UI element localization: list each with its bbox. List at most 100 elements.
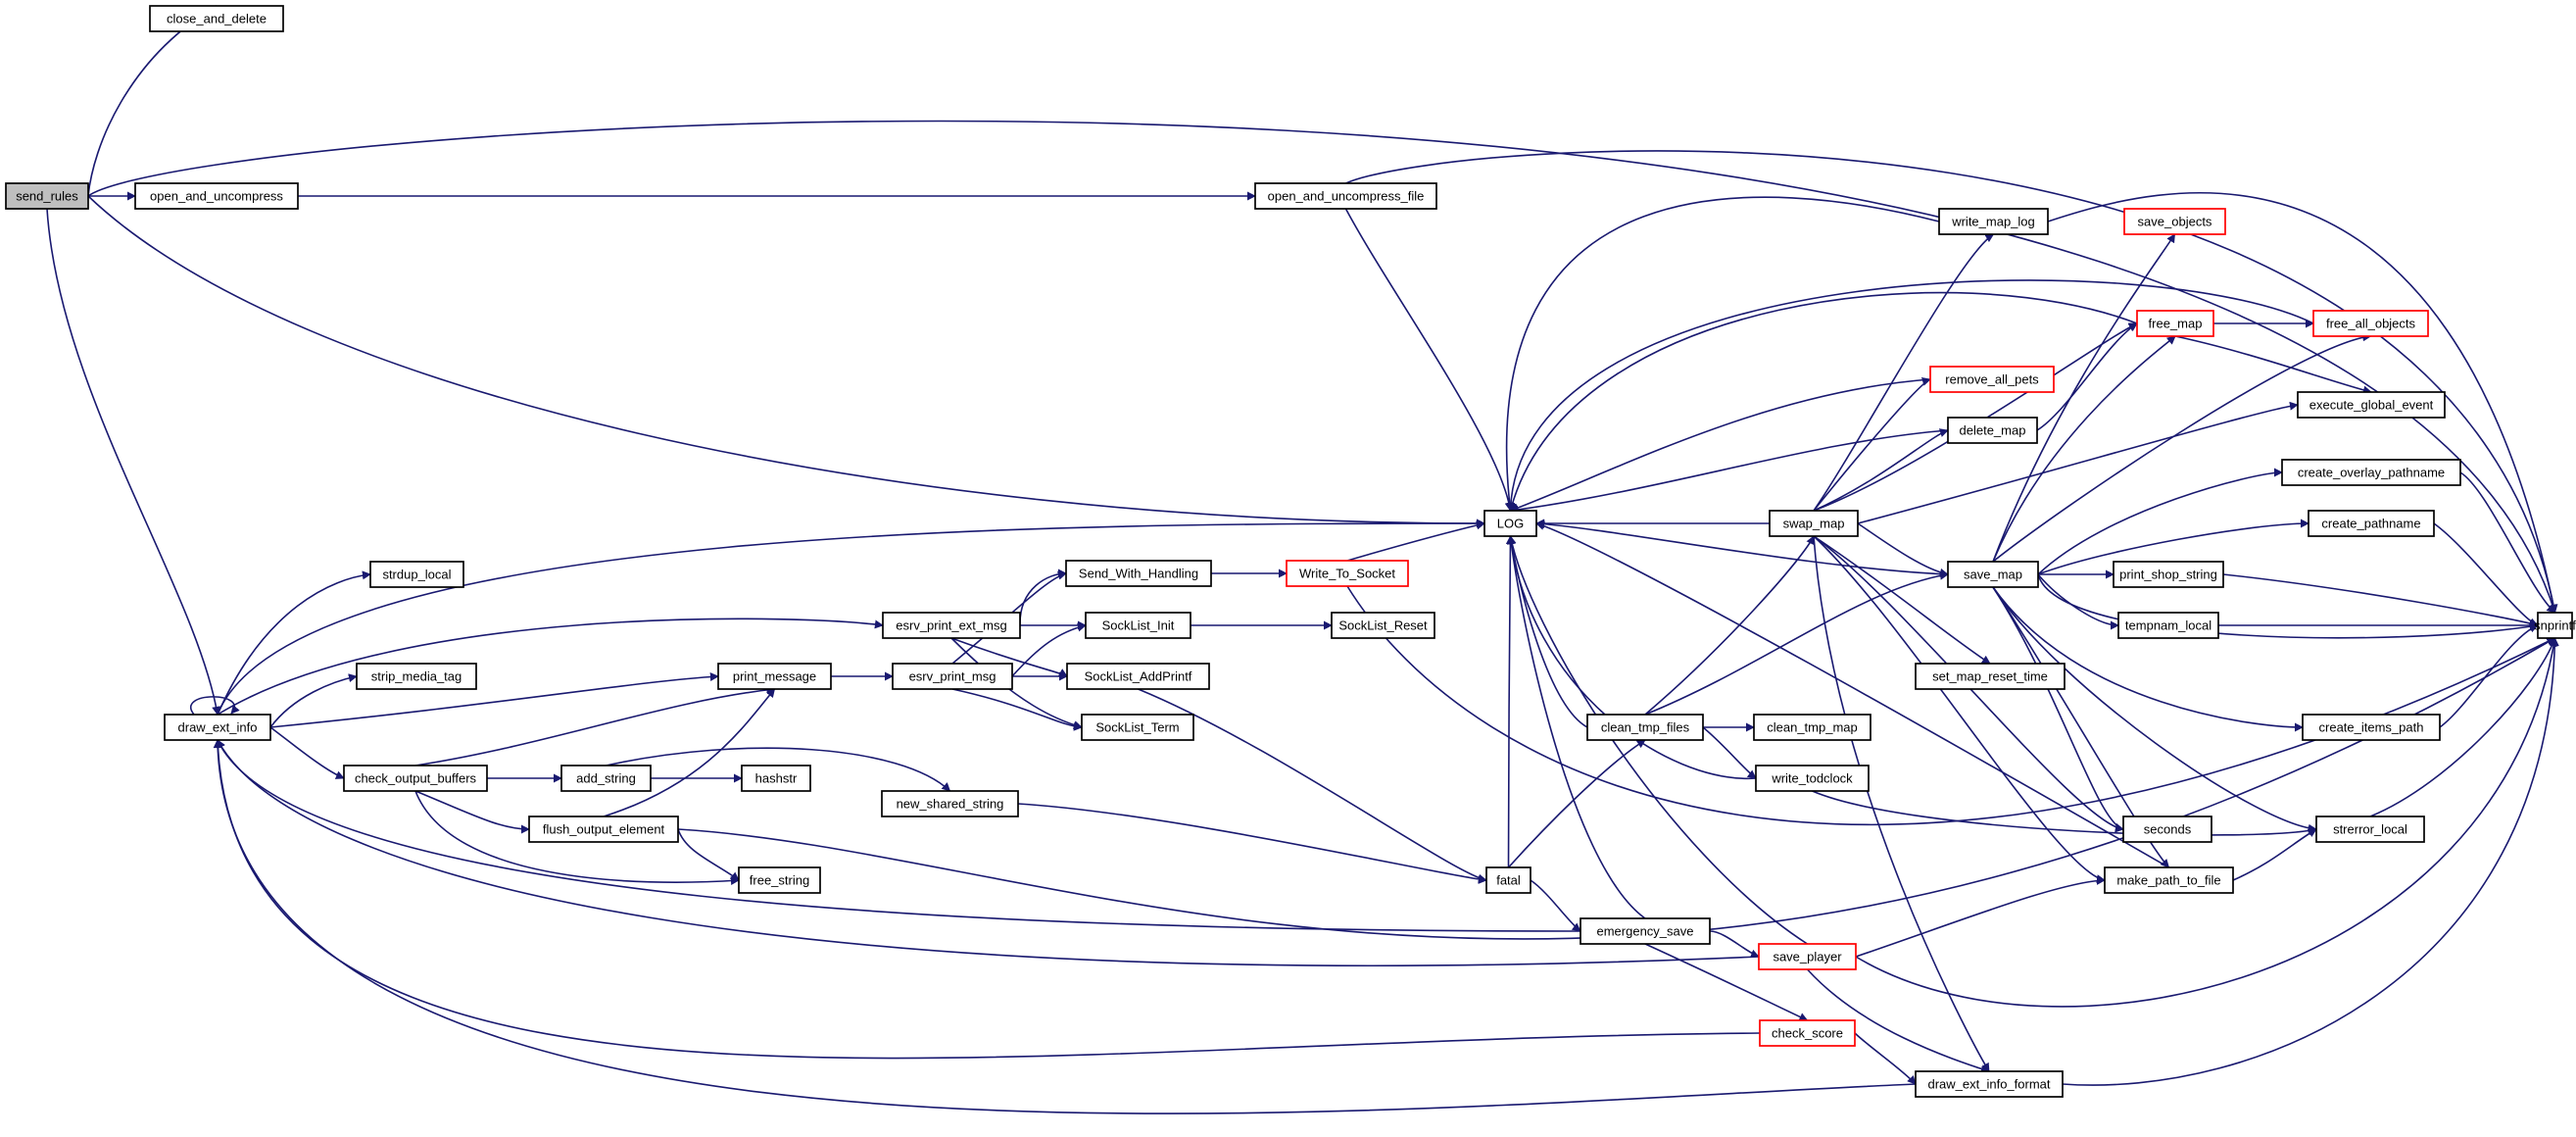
node-LOG[interactable]: LOG [1483,510,1537,537]
node-label-tempnam_local: tempnam_local [2125,618,2211,633]
node-box-send_rules [5,182,89,210]
node-label-make_path_to_file: make_path_to_file [2116,873,2220,888]
node-free_all_objects[interactable]: free_all_objects [2312,310,2429,337]
node-SockList_Init[interactable]: SockList_Init [1085,612,1191,639]
node-label-SockList_AddPrintf: SockList_AddPrintf [1085,669,1192,684]
edge-clean_tmp_files-to-write_todclock [1702,726,1757,779]
node-label-close_and_delete: close_and_delete [167,12,267,26]
edge-delete_map-to-free_map [2036,322,2138,431]
node-open_and_uncompress[interactable]: open_and_uncompress [134,182,299,210]
node-clean_tmp_files[interactable]: clean_tmp_files [1586,714,1704,741]
node-box-remove_all_pets [1929,366,2055,393]
edge-print_shop_string-to-snprintf [2222,573,2539,628]
node-write_todclock[interactable]: write_todclock [1755,765,1870,792]
edge-save_map-to-create_items_path [1992,586,2304,732]
node-box-SockList_Reset [1331,612,1435,639]
node-print_message[interactable]: print_message [717,663,832,690]
node-draw_ext_info_format[interactable]: draw_ext_info_format [1915,1070,2064,1098]
node-Send_With_Handling[interactable]: Send_With_Handling [1065,560,1212,587]
node-save_player[interactable]: save_player [1758,943,1857,970]
node-label-SockList_Reset: SockList_Reset [1338,618,1428,633]
node-box-save_objects [2123,208,2226,235]
node-draw_ext_info[interactable]: draw_ext_info [164,714,271,741]
edge-draw_ext_info-to-esrv_print_ext_msg [217,618,884,716]
edge-new_shared_string-to-fatal [1017,803,1487,884]
edge-check_output_buffers-to-free_string [414,790,740,886]
node-close_and_delete[interactable]: close_and_delete [149,5,284,32]
node-strip_media_tag[interactable]: strip_media_tag [356,663,477,690]
edge-esrv_print_msg-to-Send_With_Handling [951,570,1067,665]
node-label-execute_global_event: execute_global_event [2309,398,2434,413]
node-label-remove_all_pets: remove_all_pets [1945,372,2039,387]
edge-check_output_buffers-to-print_message [414,685,776,766]
node-open_and_uncompress_file[interactable]: open_and_uncompress_file [1254,182,1437,210]
node-create_pathname[interactable]: create_pathname [2308,510,2435,537]
node-save_map[interactable]: save_map [1947,561,2039,588]
node-create_overlay_pathname[interactable]: create_overlay_pathname [2281,459,2461,486]
node-box-Write_To_Socket [1286,560,1409,587]
node-free_string[interactable]: free_string [738,866,821,894]
edge-add_string-to-new_shared_string [606,747,951,792]
edge-emergency_save-to-LOG [1506,535,1646,919]
node-box-write_map_log [1938,208,2049,235]
node-print_shop_string[interactable]: print_shop_string [2113,561,2224,588]
edge-swap_map-to-save_map [1857,522,1949,577]
edge-fatal-to-clean_tmp_files [1507,739,1646,868]
node-make_path_to_file[interactable]: make_path_to_file [2104,866,2234,894]
node-box-check_score [1759,1019,1856,1047]
node-box-close_and_delete [149,5,284,32]
node-clean_tmp_map[interactable]: clean_tmp_map [1753,714,1871,741]
edge-send_rules-to-snprintf [87,120,2557,614]
node-esrv_print_msg[interactable]: esrv_print_msg [892,663,1013,690]
node-esrv_print_ext_msg[interactable]: esrv_print_ext_msg [882,612,1021,639]
node-label-save_objects: save_objects [2138,215,2212,229]
node-label-strerror_local: strerror_local [2333,822,2407,837]
node-check_score[interactable]: check_score [1759,1019,1856,1047]
node-create_items_path[interactable]: create_items_path [2302,714,2441,741]
node-hashstr[interactable]: hashstr [741,765,811,792]
edge-check_score-to-draw_ext_info_format [1854,1032,1917,1085]
node-new_shared_string[interactable]: new_shared_string [881,790,1019,817]
node-flush_output_element[interactable]: flush_output_element [528,816,679,843]
node-check_output_buffers[interactable]: check_output_buffers [343,765,488,792]
node-SockList_AddPrintf[interactable]: SockList_AddPrintf [1066,663,1210,690]
node-free_map[interactable]: free_map [2136,310,2214,337]
node-remove_all_pets[interactable]: remove_all_pets [1929,366,2055,393]
node-delete_map[interactable]: delete_map [1947,417,2038,444]
edge-create_overlay_pathname-to-snprintf [2459,471,2556,614]
edge-esrv_print_ext_msg-to-SockList_Term [950,637,1083,730]
edge-free_all_objects-to-LOG [1506,279,2314,512]
node-box-SockList_Init [1085,612,1191,639]
node-Write_To_Socket[interactable]: Write_To_Socket [1286,560,1409,587]
node-add_string[interactable]: add_string [560,765,652,792]
node-label-swap_map: swap_map [1783,517,1845,531]
edge-esrv_print_msg-to-SockList_Term [951,688,1083,731]
node-label-free_string: free_string [750,873,809,888]
node-label-Send_With_Handling: Send_With_Handling [1079,567,1198,581]
edge-save_map-to-free_all_objects [1992,332,2372,563]
node-snprintf[interactable]: snprintf [2534,612,2576,639]
node-write_map_log[interactable]: write_map_log [1938,208,2049,235]
node-box-flush_output_element [528,816,679,843]
node-SockList_Reset[interactable]: SockList_Reset [1331,612,1435,639]
node-box-print_shop_string [2113,561,2224,588]
node-execute_global_event[interactable]: execute_global_event [2297,391,2446,419]
node-strerror_local[interactable]: strerror_local [2315,816,2425,843]
node-SockList_Term[interactable]: SockList_Term [1081,714,1194,741]
node-box-SockList_Term [1081,714,1194,741]
node-label-free_map: free_map [2149,317,2203,331]
node-send_rules[interactable]: send_rules [5,182,89,210]
node-box-fatal [1485,866,1531,894]
node-swap_map[interactable]: swap_map [1769,510,1859,537]
node-set_map_reset_time[interactable]: set_map_reset_time [1915,663,2066,690]
node-tempnam_local[interactable]: tempnam_local [2117,612,2219,639]
node-save_objects[interactable]: save_objects [2123,208,2226,235]
node-strdup_local[interactable]: strdup_local [369,561,464,588]
node-fatal[interactable]: fatal [1485,866,1531,894]
edge-emergency_save-to-check_score [1644,943,1809,1021]
node-label-esrv_print_msg: esrv_print_msg [909,669,996,684]
node-label-seconds: seconds [2144,822,2192,837]
node-emergency_save[interactable]: emergency_save [1580,917,1711,945]
node-label-save_player: save_player [1773,950,1842,964]
node-seconds[interactable]: seconds [2122,816,2212,843]
